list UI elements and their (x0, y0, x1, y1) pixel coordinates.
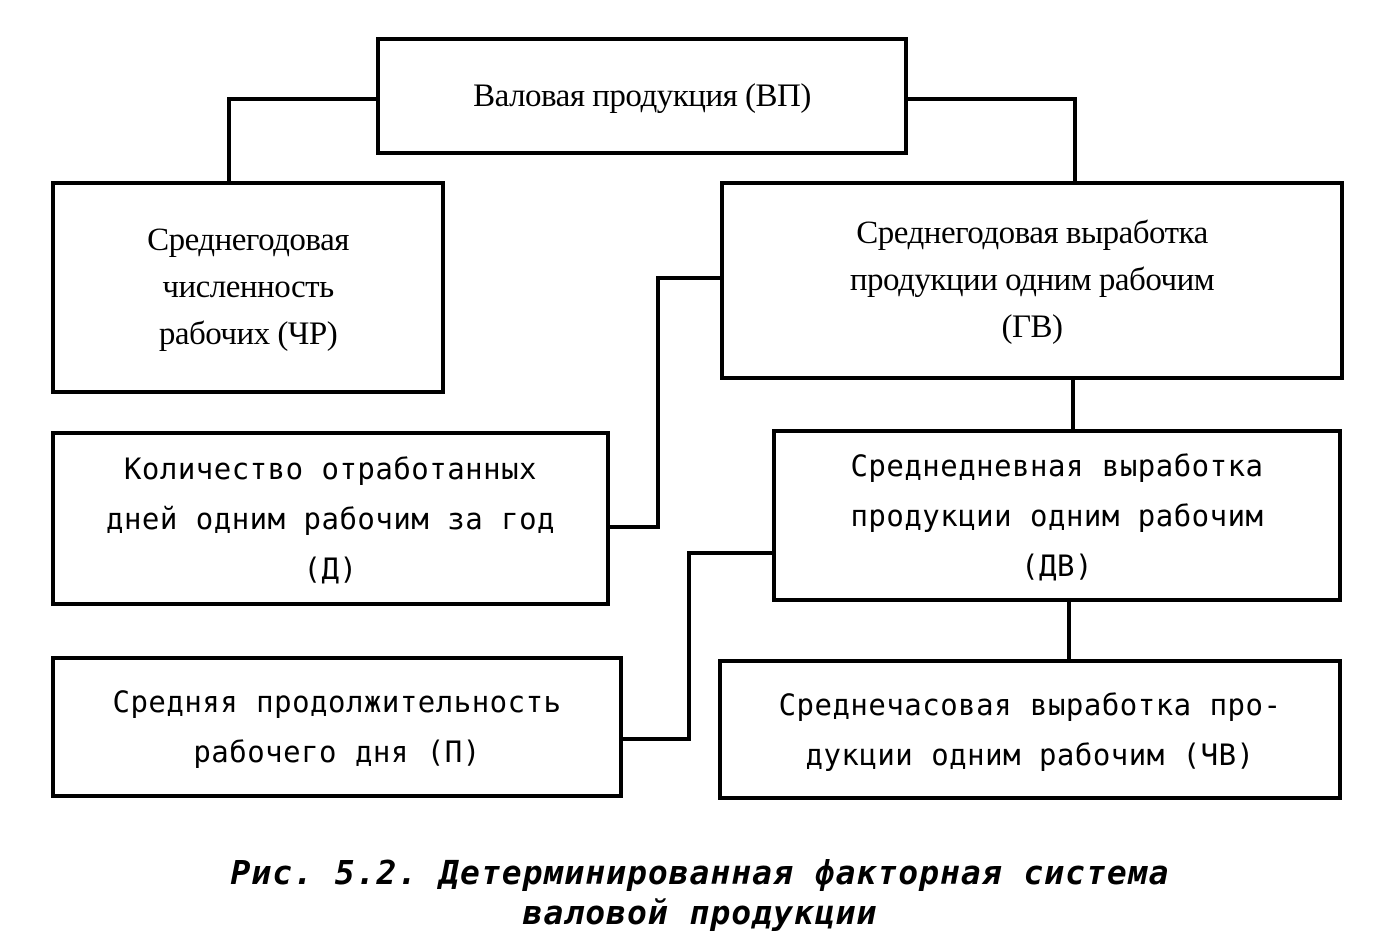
box-hourly-output-line-1: Среднечасовая выработка про- (778, 687, 1282, 722)
box-average-headcount-line-1: Среднегодовая (147, 222, 349, 258)
box-annual-output-line-3: (ГВ) (1001, 309, 1063, 345)
connector-dv-p (623, 551, 772, 741)
box-daily-output-line-1: Среднедневная выработка (850, 448, 1264, 483)
connector-vp-chr (227, 97, 376, 181)
box-daily-output-line-2: продукции одним рабочим (850, 498, 1264, 533)
box-annual-output-line-1: Среднегодовая выработка (856, 215, 1208, 251)
box-workday-length-line-2: рабочего дня (П) (193, 735, 481, 769)
box-hourly-output-line-2: дукции одним рабочим (ЧВ) (805, 737, 1255, 772)
box-annual-output-per-worker: Среднегодовая выработка продукции одним … (720, 181, 1344, 380)
box-days-worked-line-3: (Д) (303, 551, 358, 586)
box-workday-length-line-1: Средняя продолжительность (112, 685, 562, 719)
box-average-headcount-line-3: рабочих (ЧР) (158, 316, 338, 352)
box-gross-output-line-1: Валовая продукция (ВП) (473, 77, 811, 114)
connector-vp-gv (908, 97, 1077, 181)
box-annual-output-line-2: продукции одним рабочим (849, 262, 1215, 298)
box-daily-output-per-worker: Среднедневная выработка продукции одним … (772, 429, 1342, 602)
figure-caption-line-2: валовой продукции (522, 893, 878, 932)
figure-caption: Рис. 5.2. Детерминированная факторная си… (0, 853, 1400, 933)
box-workday-length: Средняя продолжительность рабочего дня (… (51, 656, 623, 798)
box-days-worked: Количество отработанных дней одним рабоч… (51, 431, 610, 606)
box-hourly-output-per-worker: Среднечасовая выработка про- дукции одни… (718, 659, 1342, 800)
figure-caption-line-1: Рис. 5.2. Детерминированная факторная си… (230, 853, 1170, 892)
box-days-worked-line-1: Количество отработанных (123, 451, 538, 486)
box-days-worked-line-2: дней одним рабочим за год (106, 501, 555, 536)
box-average-headcount-line-2: численность (162, 269, 334, 305)
connector-gv-d (610, 276, 720, 529)
box-daily-output-line-3: (ДВ) (1021, 548, 1093, 583)
box-average-headcount: Среднегодовая численность рабочих (ЧР) (51, 181, 445, 394)
box-gross-output: Валовая продукция (ВП) (376, 37, 908, 155)
